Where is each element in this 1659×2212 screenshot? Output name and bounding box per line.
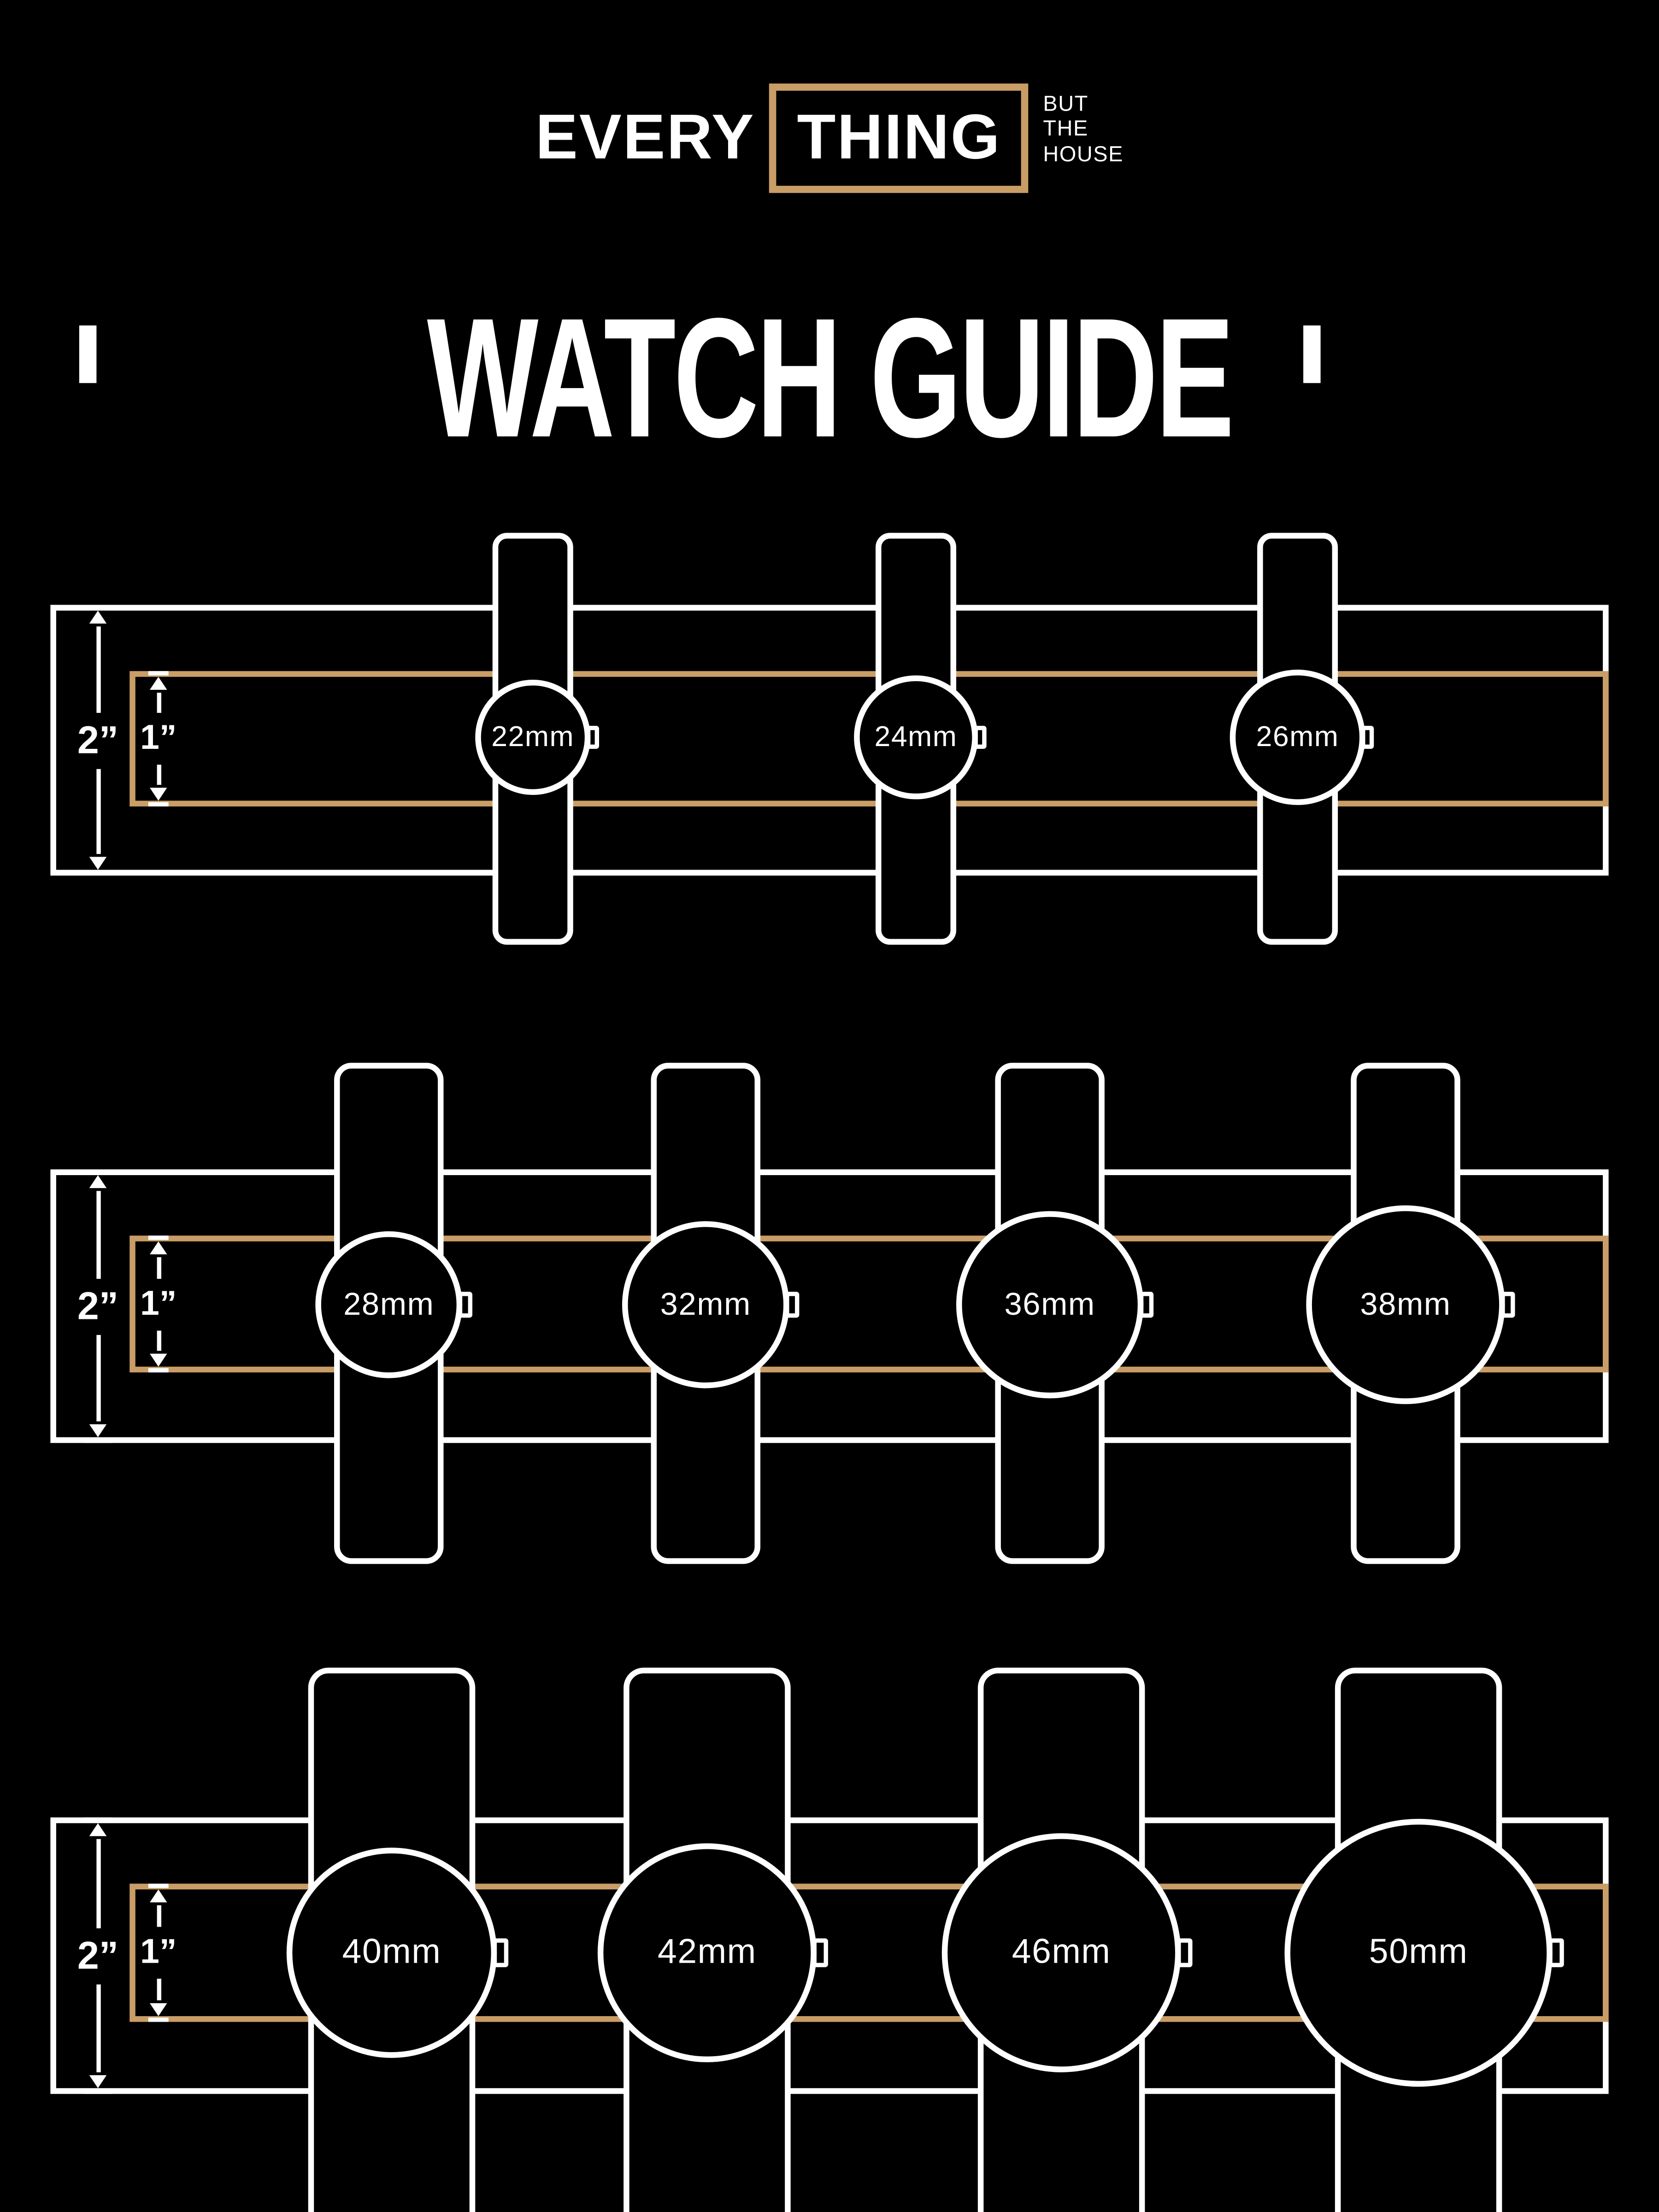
- watch-size-label: 50mm: [1369, 1932, 1468, 1972]
- logo-box: THING: [770, 83, 1029, 193]
- watch-size-label: 36mm: [1004, 1286, 1095, 1322]
- dimension-line: [156, 1257, 161, 1278]
- dimension-line: [156, 1905, 161, 1927]
- watch-size-label: 26mm: [1256, 721, 1339, 753]
- watch-case: 38mm: [1306, 1205, 1505, 1404]
- dimension-cap: [83, 871, 112, 876]
- dimension-line: [156, 765, 161, 785]
- watch-size-label: 22mm: [491, 721, 575, 753]
- watch-size-label: 40mm: [342, 1932, 441, 1972]
- dimension-cap: [83, 1169, 112, 1174]
- dimension-line: [156, 1978, 161, 2000]
- dimension-cap: [83, 2089, 112, 2094]
- arrow-down-icon: [150, 1353, 167, 1367]
- title-tick-right: [1303, 325, 1321, 383]
- watch-case: 22mm: [475, 680, 591, 795]
- watch-size-label: 28mm: [343, 1286, 435, 1322]
- watch-case: 32mm: [622, 1221, 789, 1388]
- dimension-cap: [148, 1235, 169, 1240]
- logo-tagline-line: HOUSE: [1043, 141, 1124, 166]
- dimension-2inch: 2”: [72, 1169, 124, 1443]
- dimension-line: [95, 1334, 100, 1422]
- dimension-label: 2”: [77, 718, 119, 761]
- watch-case: 46mm: [941, 1833, 1181, 2072]
- dimension-label: 1”: [140, 1283, 177, 1323]
- title-tick-left: [79, 325, 97, 383]
- arrow-down-icon: [89, 2075, 107, 2088]
- arrow-up-icon: [89, 1823, 107, 1836]
- arrow-down-icon: [150, 2003, 167, 2016]
- dimension-cap: [148, 1368, 169, 1373]
- watch-case: 26mm: [1230, 670, 1365, 805]
- logo-word-every: EVERY: [535, 102, 755, 173]
- watch-size-label: 46mm: [1012, 1932, 1111, 1972]
- logo-word-thing: THING: [797, 102, 1001, 173]
- dimension-cap: [148, 1883, 169, 1888]
- dimension-2inch: 2”: [72, 605, 124, 876]
- dimension-line: [95, 768, 100, 854]
- dimension-line: [95, 626, 100, 712]
- watch-size-label: 38mm: [1360, 1286, 1451, 1322]
- dimension-1inch: 1”: [137, 1883, 180, 2022]
- watch-case: 24mm: [854, 675, 978, 800]
- dimension-cap: [148, 2018, 169, 2022]
- dimension-cap: [83, 1438, 112, 1443]
- dimension-line: [95, 1839, 100, 1928]
- arrow-up-icon: [150, 1889, 167, 1903]
- watch-size-label: 32mm: [660, 1286, 751, 1322]
- arrow-down-icon: [89, 1424, 107, 1437]
- dimension-line: [95, 1983, 100, 2072]
- arrow-up-icon: [150, 1241, 167, 1254]
- dimension-line: [156, 693, 161, 713]
- watch-size-label: 24mm: [874, 721, 958, 753]
- dimension-line: [156, 1330, 161, 1351]
- dimension-label: 2”: [77, 1283, 119, 1327]
- page-title: WATCH GUIDE: [427, 283, 1235, 474]
- dimension-cap: [148, 671, 169, 676]
- dimension-1inch: 1”: [137, 1235, 180, 1373]
- watch-case: 42mm: [597, 1843, 817, 2062]
- brand-logo: EVERY THING BUT THE HOUSE: [0, 83, 1659, 193]
- arrow-up-icon: [150, 677, 167, 690]
- watch-case: 50mm: [1284, 1818, 1553, 2087]
- logo-tagline: BUT THE HOUSE: [1043, 92, 1124, 167]
- arrow-up-icon: [89, 1175, 107, 1188]
- dimension-cap: [83, 1817, 112, 1822]
- arrow-down-icon: [89, 857, 107, 870]
- dimension-2inch: 2”: [72, 1817, 124, 2094]
- band-1inch: [129, 1235, 1609, 1373]
- dimension-label: 1”: [140, 718, 177, 758]
- arrow-down-icon: [150, 788, 167, 801]
- watch-size-label: 42mm: [658, 1932, 757, 1972]
- dimension-1inch: 1”: [137, 671, 180, 806]
- dimension-cap: [148, 802, 169, 806]
- dimension-label: 2”: [77, 1933, 119, 1977]
- dimension-line: [95, 1191, 100, 1278]
- watch-case: 28mm: [315, 1231, 463, 1378]
- watch-case: 40mm: [286, 1847, 497, 2058]
- dimension-cap: [83, 605, 112, 609]
- band-1inch: [129, 1883, 1609, 2022]
- watch-case: 36mm: [956, 1211, 1144, 1399]
- dimension-label: 1”: [140, 1932, 177, 1972]
- arrow-up-icon: [89, 611, 107, 624]
- logo-tagline-line: THE: [1043, 117, 1088, 142]
- logo-tagline-line: BUT: [1043, 92, 1088, 117]
